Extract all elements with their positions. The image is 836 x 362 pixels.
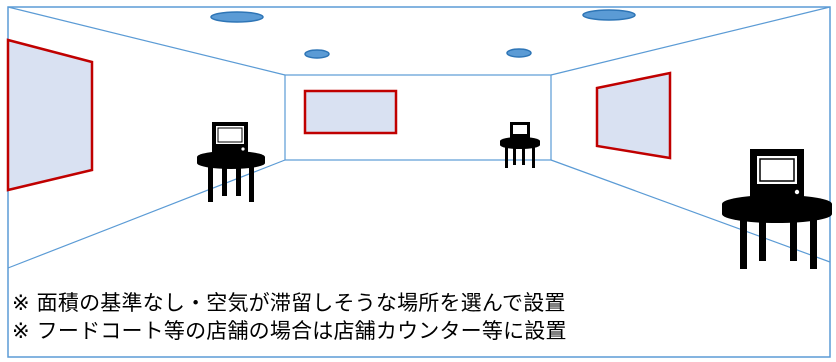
back-wall <box>284 74 552 161</box>
ceiling-edge-right <box>550 6 831 76</box>
ceiling-light-icon <box>210 11 264 23</box>
table-with-device-icon <box>197 122 265 202</box>
ceiling-light-icon <box>506 48 532 58</box>
wall-picture-icon <box>6 38 94 192</box>
table-with-device-icon <box>722 149 832 269</box>
ceiling-edge-left <box>7 6 286 76</box>
ceiling-light-icon <box>304 49 330 59</box>
table-with-device-icon <box>500 122 540 168</box>
ceiling-light-icon <box>582 9 636 21</box>
wall-picture-icon <box>595 71 672 160</box>
installation-note-store: ※ フードコート等の店舗の場合は店舗カウンター等に設置 <box>12 319 567 343</box>
wall-picture-icon <box>303 89 398 135</box>
diagram-frame <box>7 6 831 358</box>
installation-note-area: ※ 面積の基準なし・空気が滞留しそうな場所を選んで設置 <box>12 291 566 315</box>
floor-edge-right <box>550 159 831 263</box>
